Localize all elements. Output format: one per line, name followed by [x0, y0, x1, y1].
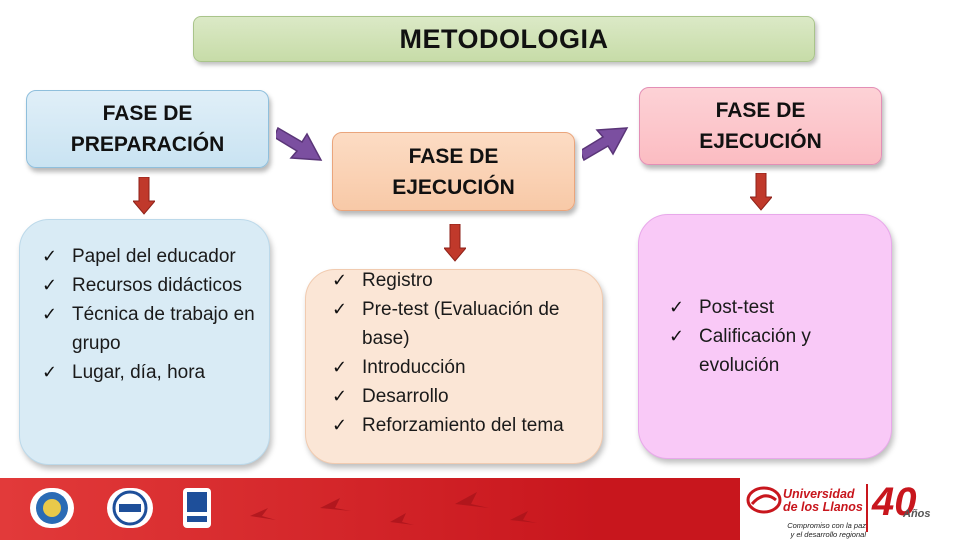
check-icon: ✓ — [332, 415, 348, 435]
university-logo-icon — [746, 486, 782, 514]
check-icon: ✓ — [42, 246, 58, 266]
down-arrow-icon — [133, 177, 155, 215]
list-item-text: Post-test — [699, 297, 774, 318]
check-icon: ✓ — [332, 299, 348, 319]
certification-logo-1 — [107, 488, 153, 528]
checklist: ✓ Post-test ✓ Calificación y evolución — [665, 293, 887, 380]
phase-line2: EJECUCIÓN — [699, 130, 822, 153]
check-icon: ✓ — [669, 297, 685, 317]
check-icon: ✓ — [42, 275, 58, 295]
list-item: ✓ Reforzamiento del tema — [328, 411, 588, 440]
list-item: ✓ Técnica de trabajo en grupo — [38, 300, 268, 358]
list-item-text: Técnica de trabajo en grupo — [72, 304, 255, 354]
down-arrow-icon — [444, 224, 466, 262]
phase-line2: EJECUCIÓN — [392, 175, 515, 199]
phase-box-execution-1: FASE DE EJECUCIÓN — [332, 132, 575, 211]
list-item: ✓ Post-test — [665, 293, 887, 322]
check-icon: ✓ — [332, 386, 348, 406]
footer-gradient — [0, 478, 600, 540]
list-item: ✓ Papel del educador — [38, 242, 268, 271]
preparation-list-panel: ✓ Papel del educador ✓ Recursos didácticos… — [19, 219, 270, 465]
check-icon: ✓ — [332, 270, 348, 290]
list-item-text: Lugar, día, hora — [72, 362, 206, 383]
list-item-text: Recursos didácticos — [72, 275, 243, 296]
check-icon: ✓ — [332, 357, 348, 377]
list-item: ✓ Desarrollo — [328, 382, 588, 411]
right-down-arrow-icon — [276, 126, 323, 161]
tagline-line1: Compromiso con la paz — [787, 521, 866, 530]
phase-line1: FASE DE — [715, 99, 806, 122]
checklist: ✓ Papel del educador ✓ Recursos didácticos… — [38, 242, 268, 387]
birds-decoration-icon — [250, 492, 537, 525]
phase-box-preparation: FASE DE PREPARACIÓN — [26, 90, 269, 168]
check-icon: ✓ — [669, 326, 685, 346]
institution-logo-1 — [30, 488, 74, 528]
list-item-text: Calificación y evolución — [699, 326, 811, 376]
list-item-text: Desarrollo — [362, 386, 449, 407]
divider — [866, 484, 868, 532]
list-item-text: Papel del educador — [72, 246, 236, 267]
university-name-line2: de los Llanos — [783, 500, 863, 514]
anniversary-word: Años — [903, 508, 931, 520]
tagline-line2: y el desarrollo regional — [790, 530, 866, 539]
list-item: ✓ Calificación y evolución — [665, 322, 887, 380]
list-item-text: Registro — [362, 270, 433, 291]
university-tagline: Compromiso con la paz y el desarrollo re… — [746, 521, 866, 539]
footer-band: Universidad de los Llanos Compromiso con… — [0, 478, 960, 540]
list-item-text: Reforzamiento del tema — [362, 415, 564, 436]
evaluation-list-panel: ✓ Post-test ✓ Calificación y evolución — [638, 214, 892, 459]
checklist: ✓ Registro ✓ Pre-test (Evaluación de base)… — [328, 266, 588, 440]
phase-box-execution-2: FASE DE EJECUCIÓN — [639, 87, 882, 165]
anniversary-number: 40 — [872, 480, 917, 524]
title-banner: METODOLOGIA — [193, 16, 815, 62]
list-item: ✓ Registro — [328, 266, 588, 295]
down-arrow-icon — [750, 173, 772, 211]
list-item-text: Pre-test (Evaluación de base) — [362, 299, 560, 349]
list-item-text: Introducción — [362, 357, 466, 378]
right-up-arrow-icon — [582, 127, 629, 162]
list-item: ✓ Recursos didácticos — [38, 271, 268, 300]
list-item: ✓ Pre-test (Evaluación de base) — [328, 295, 588, 353]
university-name: Universidad de los Llanos — [783, 488, 863, 514]
university-name-line1: Universidad — [783, 487, 855, 501]
phase-line1: FASE DE — [408, 144, 499, 168]
check-icon: ✓ — [42, 362, 58, 382]
certification-logo-2 — [183, 488, 211, 528]
list-item: ✓ Introducción — [328, 353, 588, 382]
check-icon: ✓ — [42, 304, 58, 324]
phase-line2: PREPARACIÓN — [70, 133, 225, 156]
phase-line1: FASE DE — [102, 102, 193, 125]
execution-list-panel: ✓ Registro ✓ Pre-test (Evaluación de base)… — [305, 269, 603, 464]
list-item: ✓ Lugar, día, hora — [38, 358, 268, 387]
page-title: METODOLOGIA — [399, 23, 609, 54]
